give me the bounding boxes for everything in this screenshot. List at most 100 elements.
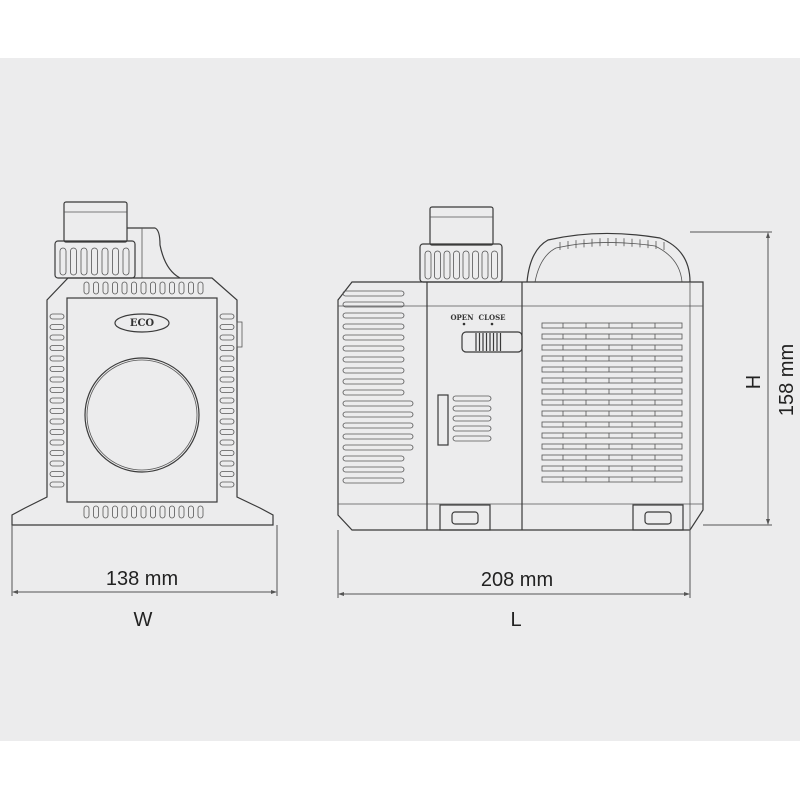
grille-slot — [541, 377, 683, 384]
grille-slot — [541, 399, 683, 406]
vent-slot — [197, 505, 204, 519]
vent-slot — [219, 439, 235, 446]
outlet-cap — [63, 201, 128, 243]
handle — [526, 232, 691, 283]
nut-rib — [424, 250, 432, 280]
vent-slot — [49, 408, 65, 414]
vent-slot — [219, 429, 235, 435]
nut-rib — [80, 247, 88, 276]
nut-rib — [112, 247, 119, 276]
vent-slot — [452, 405, 492, 412]
vent-slot — [102, 505, 109, 519]
vent-slot — [49, 460, 65, 467]
vent-slot — [219, 450, 235, 456]
vent-slot — [342, 334, 405, 341]
grille-slot — [541, 465, 683, 472]
nut-rib — [443, 250, 451, 280]
vent-slot — [219, 376, 235, 383]
vent-slot — [188, 281, 194, 295]
vent-slot — [342, 290, 405, 297]
vent-slot — [342, 323, 405, 330]
nut-rib — [101, 247, 109, 276]
vent-slot — [102, 281, 109, 295]
eco-logo: ECO — [130, 318, 155, 329]
grille-slot — [541, 454, 683, 461]
width-value: 138 mm — [106, 568, 178, 590]
vent-slot — [219, 313, 235, 320]
nut-rib — [434, 250, 441, 280]
grille-slot — [541, 432, 683, 439]
vent-slot — [49, 481, 65, 488]
nut-rib — [59, 247, 67, 276]
vent-slot — [452, 425, 492, 432]
vent-slot — [49, 376, 65, 383]
vent-slot — [342, 367, 405, 374]
vent-slot — [342, 444, 414, 451]
vent-slot — [150, 505, 156, 519]
nut-rib — [472, 250, 479, 280]
foot-right — [632, 504, 684, 531]
vent-slot — [219, 418, 235, 425]
vent-slot — [49, 334, 65, 341]
vent-slot — [342, 312, 405, 319]
eco-logo-badge — [114, 313, 170, 333]
nut-rib — [453, 250, 460, 280]
side-outlet-nut — [419, 243, 503, 283]
vent-slot — [219, 387, 235, 393]
vent-slot — [342, 400, 414, 407]
vent-slot — [219, 397, 235, 404]
pump-body-side — [337, 281, 704, 531]
vent-slot — [131, 281, 137, 295]
flow-switch[interactable] — [461, 331, 523, 353]
vent-slot — [169, 281, 175, 295]
vent-slot — [49, 355, 65, 362]
vent-slot — [342, 433, 414, 440]
vent-slot — [452, 395, 492, 402]
switch-close-label: CLOSE — [479, 313, 506, 322]
vent-slot — [169, 505, 175, 519]
width-dimension: 138 mm W — [11, 525, 278, 631]
nut-rib — [91, 247, 98, 276]
cable-spout — [127, 227, 181, 279]
vent-slot — [49, 345, 65, 351]
side-outlet-cap — [429, 206, 494, 246]
vent-slot — [49, 439, 65, 446]
vent-slot — [342, 422, 414, 429]
vent-slot — [112, 281, 118, 295]
nut-rib — [481, 250, 489, 280]
label-slot — [437, 394, 449, 446]
vent-slot — [219, 324, 235, 330]
vent-slot — [121, 505, 128, 519]
grille-slot — [541, 322, 683, 329]
height-symbol: H — [743, 375, 765, 389]
vent-slot — [49, 324, 65, 330]
grille-slot — [541, 443, 683, 450]
vent-slot — [121, 281, 128, 295]
grille-slot — [541, 366, 683, 373]
vent-slot — [178, 281, 185, 295]
vent-slot — [219, 345, 235, 351]
vent-slot — [342, 477, 405, 484]
grille-slot — [541, 344, 683, 351]
vent-slot — [49, 418, 65, 425]
vent-slot — [178, 505, 185, 519]
vent-slot — [342, 466, 405, 473]
grille-slot — [541, 333, 683, 340]
vent-slot — [93, 505, 99, 519]
vent-slot — [83, 281, 90, 295]
vent-slot — [219, 481, 235, 488]
vent-slot — [49, 397, 65, 404]
grille-slot — [541, 476, 683, 483]
vent-slot — [342, 356, 405, 363]
front-inner-panel — [66, 297, 218, 503]
length-symbol: L — [510, 609, 521, 631]
pump-body-front — [11, 277, 274, 526]
vent-slot — [342, 389, 405, 396]
length-value: 208 mm — [481, 569, 553, 591]
vent-slot — [219, 471, 235, 477]
vent-slot — [83, 505, 90, 519]
vent-slot — [159, 281, 166, 295]
vent-slot — [342, 345, 405, 352]
side-tab — [236, 321, 243, 348]
